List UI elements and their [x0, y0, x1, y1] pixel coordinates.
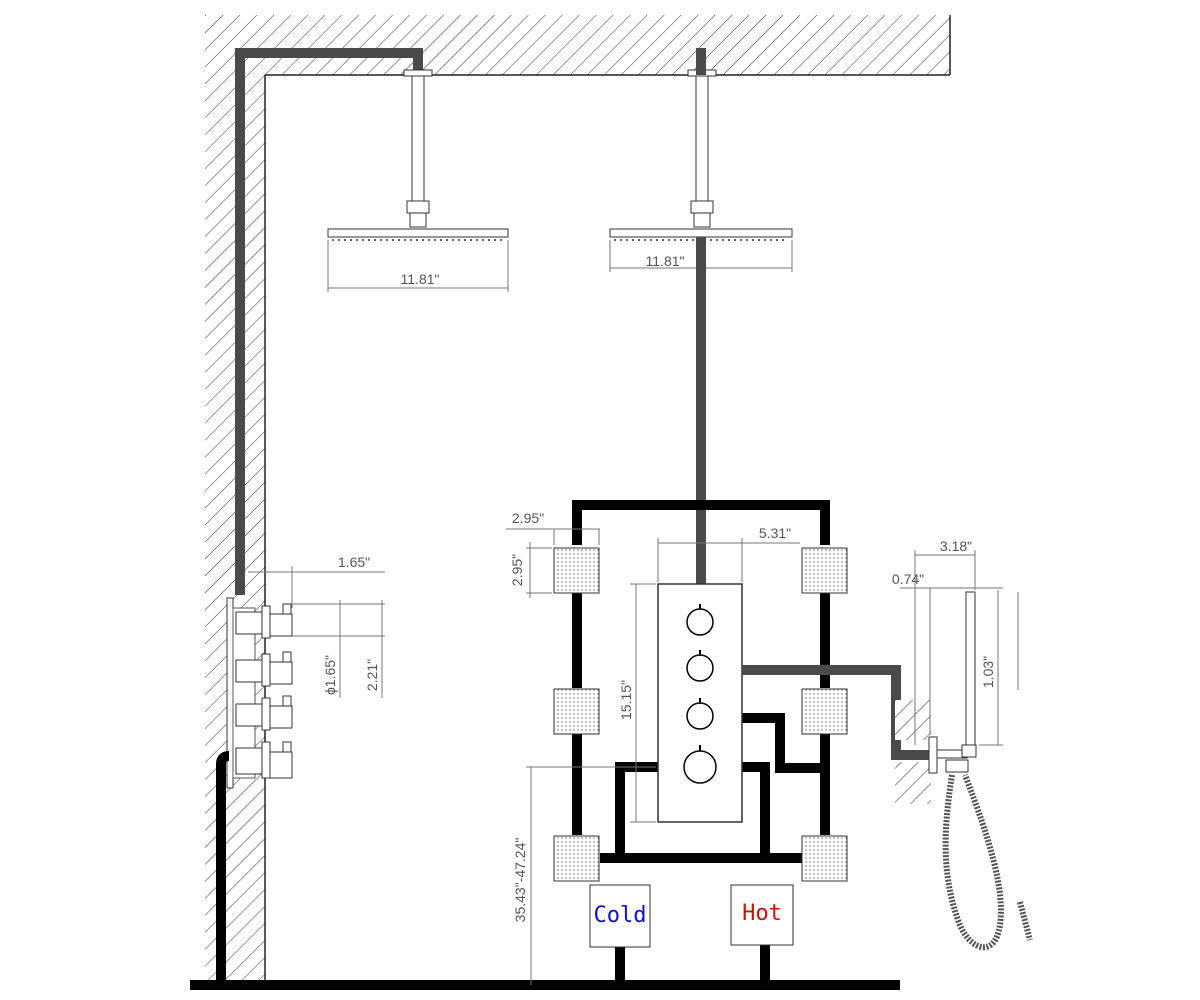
handheld-wall-block: [895, 700, 931, 804]
dim-mount-height: 35.43"-47.24": [512, 838, 528, 923]
body-jet-bottom-right: [801, 835, 848, 882]
dim-side-spacing: 2.21": [364, 659, 380, 691]
handheld-shower: [928, 591, 1033, 950]
body-jet-bottom-left: [553, 835, 600, 882]
body-jet-top-right: [801, 547, 848, 594]
dimension-handheld: 3.18" 0.74" 1.03": [892, 538, 1019, 746]
dim-panel-height: 15.15": [618, 680, 634, 720]
body-jet-mid-left: [553, 688, 600, 735]
dim-panel-width: 5.31": [759, 525, 791, 541]
dim-head-right-width: 11.81": [646, 253, 685, 269]
dim-side-diameter: ϕ1.65": [322, 655, 338, 695]
thermostatic-control-panel: [657, 583, 743, 823]
dimension-head-left: 11.81": [327, 240, 509, 292]
cold-label: Cold: [594, 903, 647, 928]
side-inlet-pipe: [216, 751, 230, 980]
rain-shower-head-left: [327, 69, 509, 241]
dim-jet-height: 2.95": [509, 554, 525, 586]
hot-supply: Hot: [730, 884, 794, 946]
ceiling-wall: [205, 15, 951, 76]
dim-handheld-width: 3.18": [940, 538, 972, 554]
cold-supply: Cold: [589, 884, 651, 948]
dim-side-depth: 1.65": [338, 554, 370, 570]
side-supply-pipe: [235, 48, 423, 595]
body-jet-top-left: [553, 547, 600, 594]
rain-shower-head-right: [609, 69, 793, 241]
hot-label: Hot: [742, 901, 782, 926]
dimension-mount-height: 35.43"-47.24": [512, 766, 656, 985]
diverter-knob-1[interactable]: [686, 608, 714, 636]
dimension-jet: 2.95" 2.95": [506, 510, 600, 598]
dim-handheld-offset: 0.74": [892, 571, 924, 587]
dim-head-left-width: 11.81": [401, 271, 440, 287]
body-jets: [553, 547, 848, 882]
body-jet-mid-right: [801, 688, 848, 735]
side-view-valve: [226, 597, 293, 789]
diverter-knob-2[interactable]: [686, 654, 714, 682]
dimension-panel: 5.31" 15.15": [618, 525, 800, 823]
temperature-knob[interactable]: [683, 750, 717, 784]
dim-jet-width: 2.95": [512, 510, 544, 526]
dimension-side: 1.65" ϕ1.65" 2.21": [248, 554, 385, 698]
dim-handheld-height: 1.03": [980, 656, 996, 688]
diverter-knob-3[interactable]: [686, 702, 714, 730]
